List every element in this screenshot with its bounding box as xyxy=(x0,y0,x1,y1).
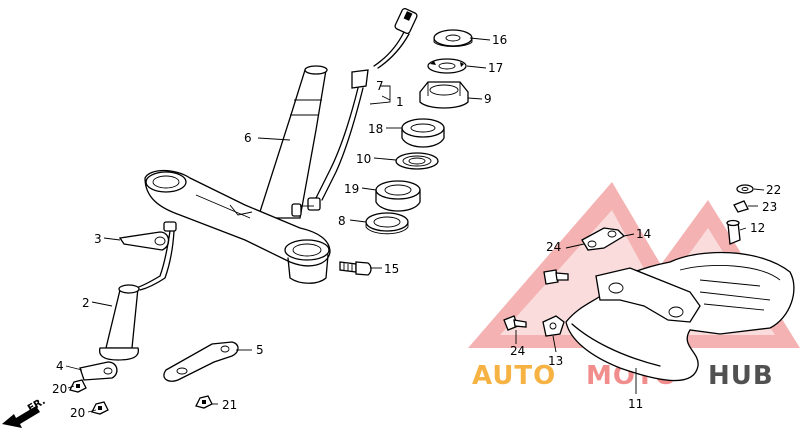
callout-7: 7 xyxy=(376,79,384,93)
callout-2: 2 xyxy=(82,296,90,310)
part-16-washer xyxy=(433,29,473,47)
callout-11: 11 xyxy=(628,397,643,411)
callout-12: 12 xyxy=(750,221,765,235)
callout-6: 6 xyxy=(244,131,252,145)
part-4-bracket xyxy=(79,361,118,381)
part-18-bearing-race xyxy=(401,118,445,148)
part-21-nut xyxy=(195,395,213,409)
part-2-sensor xyxy=(98,221,177,361)
callout-17: 17 xyxy=(488,61,503,75)
callout-5: 5 xyxy=(256,343,264,357)
callout-22: 22 xyxy=(766,183,781,197)
part-3-clamp xyxy=(118,231,170,251)
callout-1: 1 xyxy=(396,95,404,109)
part-steering-stem xyxy=(144,65,331,284)
callout-15: 15 xyxy=(384,262,399,276)
watermark-text-hub: HUB xyxy=(708,361,774,391)
callout-23: 23 xyxy=(762,200,777,214)
callout-19: 19 xyxy=(344,182,359,196)
part-20-nut-upper xyxy=(69,379,87,393)
part-12-stud xyxy=(726,219,741,245)
part-13-tab xyxy=(542,315,565,337)
callout-20-upper: 20 xyxy=(52,382,67,396)
callout-9: 9 xyxy=(484,92,492,106)
callout-20-lower: 20 xyxy=(70,406,85,420)
part-8-dust-seal xyxy=(365,212,409,235)
callout-16: 16 xyxy=(492,33,507,47)
leader-lines xyxy=(65,37,765,413)
callout-14: 14 xyxy=(636,227,651,241)
part-5-bracket xyxy=(163,341,239,382)
callout-24-upper: 24 xyxy=(546,240,561,254)
callout-10: 10 xyxy=(356,152,371,166)
watermark-text-auto: AUTO xyxy=(472,361,556,391)
part-22-washer xyxy=(736,184,754,194)
part-20-nut-lower xyxy=(91,401,109,415)
callout-3: 3 xyxy=(94,232,102,246)
callout-24-lower: 24 xyxy=(510,344,525,358)
part-9-nut xyxy=(419,81,469,109)
part-24-bolt-lower xyxy=(503,315,527,331)
callout-4: 4 xyxy=(56,359,64,373)
part-10-bearing xyxy=(395,152,439,170)
callout-18: 18 xyxy=(368,122,383,136)
front-direction-arrow: FR. xyxy=(2,396,48,428)
part-15-bolt xyxy=(339,261,372,276)
callout-21: 21 xyxy=(222,398,237,412)
callout-labels: 16 17 9 7 1 6 18 10 19 8 15 3 2 4 20 20 … xyxy=(52,33,781,420)
part-19-bearing-race xyxy=(375,180,421,212)
callout-13: 13 xyxy=(548,354,563,368)
part-17-lock-washer xyxy=(427,58,467,74)
part-24-bolt-upper xyxy=(543,269,569,285)
part-11-cover-plate xyxy=(565,251,795,382)
callout-8: 8 xyxy=(338,214,346,228)
part-23-clip xyxy=(733,200,749,213)
part-wire-harness xyxy=(291,7,418,217)
